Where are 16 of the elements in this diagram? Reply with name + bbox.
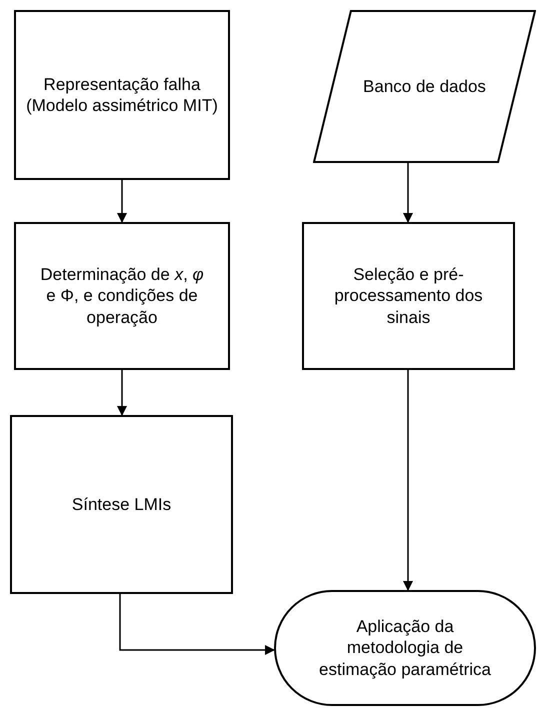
arrow <box>117 370 127 416</box>
data-parallelogram <box>313 10 536 163</box>
arrow <box>119 594 275 655</box>
process-box <box>14 10 230 180</box>
arrow <box>403 370 413 591</box>
process-box <box>14 222 230 370</box>
node-label: Aplicação da metodologia de estimação paramétrica <box>318 616 492 680</box>
process-box <box>10 415 233 594</box>
process-box <box>302 222 515 370</box>
node-label: Banco de dados <box>362 76 487 98</box>
arrow <box>117 180 127 223</box>
arrow <box>403 163 413 223</box>
node-label: Representação falha (Modelo assimétrico MIT) <box>25 74 219 116</box>
node-label: Determinação de x, φ e Φ, e condições de operação <box>39 264 205 328</box>
node-label: Síntese LMIs <box>70 494 172 516</box>
node-label: Seleção e pré-processamento dos sinais <box>333 264 484 328</box>
